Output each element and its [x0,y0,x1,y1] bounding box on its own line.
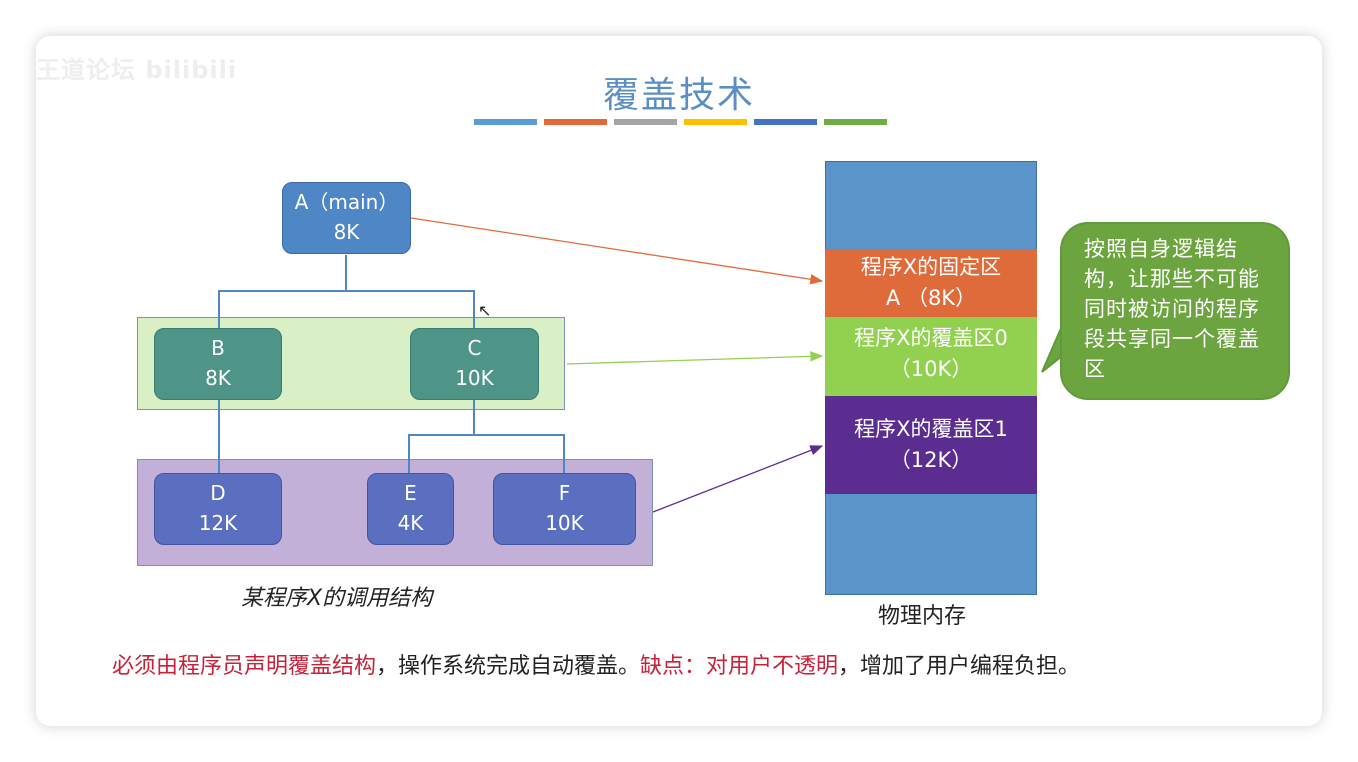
title-bar-segment [754,119,817,125]
title-bar-segment [544,119,607,125]
node-size: 10K [455,366,494,390]
footer-emphasis-2: 缺点：对用户不透明 [640,654,839,679]
tree-caption: 某程序X的调用结构 [241,586,433,611]
node-c: C 10K [410,328,539,400]
memory-fixed-size: A （8K） [885,286,977,310]
node-label: A（main） [294,190,399,214]
connector-lines [218,217,1063,513]
node-size: 8K [333,220,360,244]
node-label: C [467,336,482,360]
footer-note: 必须由程序员声明覆盖结构，操作系统完成自动覆盖。缺点：对用户不透明，增加了用户编… [112,648,1080,680]
memory-overlay0-label: 程序X的覆盖区0 [854,326,1008,350]
node-label: F [558,481,571,505]
watermark: 王道论坛 bilibili [36,56,238,84]
title-bar-segment [684,119,747,125]
memory-overlay1-label: 程序X的覆盖区1 [854,417,1008,441]
footer-text-2: ，增加了用户编程负担。 [838,654,1081,679]
node-e: E 4K [367,473,454,545]
memory-label: 物理内存 [878,604,967,629]
footer-emphasis-1: 必须由程序员声明覆盖结构 [112,654,377,679]
slide: 王道论坛 bilibili 覆盖技术 A（main） 8K [36,36,1322,726]
title-bar-segment [614,119,677,125]
node-label: E [404,481,417,505]
memory-overlay1-size: （12K） [889,448,973,472]
node-size: 12K [198,511,238,535]
memory-fixed-label: 程序X的固定区 [860,255,1002,279]
node-size: 8K [205,366,231,390]
memory-overlay0-size: （10K） [889,357,973,381]
node-a-main: A（main） 8K [282,182,411,254]
node-label: D [210,481,226,505]
memory-fixed-area: 程序X的固定区 A （8K） [825,249,1037,317]
memory-overlay1-area: 程序X的覆盖区1 （12K） [825,396,1037,494]
node-size: 4K [397,511,424,535]
title-bar-segment [474,119,537,125]
mouse-pointer-icon: ↖ [478,301,492,320]
footer-text-1: ，操作系统完成自动覆盖。 [376,654,641,679]
node-d: D 12K [154,473,282,545]
callout-bubble: 按照自身逻辑结构，让那些不可能同时被访问的程序段共享同一个覆盖区 [1060,222,1290,400]
memory-overlay0-area: 程序X的覆盖区0 （10K） [825,317,1037,396]
node-b: B 8K [154,328,282,400]
title-bar-segment [824,119,887,125]
slide-title: 覆盖技术 [602,75,755,116]
node-label: B [211,336,225,360]
node-f: F 10K [493,473,636,545]
node-size: 10K [545,511,584,535]
